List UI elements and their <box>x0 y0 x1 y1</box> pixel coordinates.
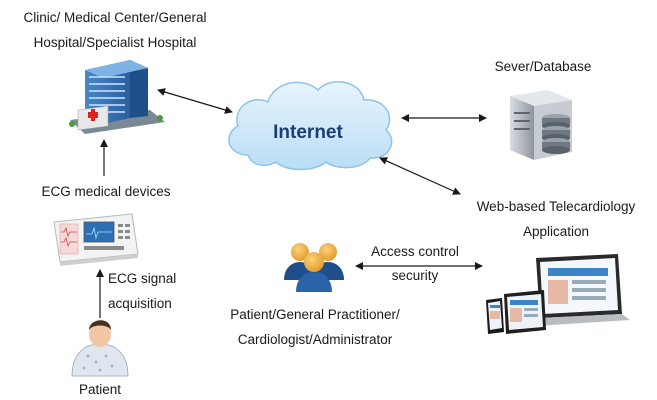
hospital-building-icon <box>69 60 165 134</box>
users-label: Patient/General Practitioner/ Cardiologi… <box>215 306 415 348</box>
clinic-label-line2: Hospital/Specialist Hospital <box>33 35 197 50</box>
server-label: Sever/Database <box>494 59 592 74</box>
ecg-devices-label: ECG medical devices <box>41 184 171 199</box>
web-app-label-line2: Application <box>522 224 590 239</box>
clinic-label-line1: Clinic/ Medical Center/General <box>23 10 207 25</box>
access-control-line1: Access control <box>371 244 459 259</box>
internet-label: Internet <box>273 122 343 143</box>
web-app-label: Web-based Telecardiology Application <box>465 198 647 240</box>
server-icon <box>510 90 572 160</box>
clinic-label: Clinic/ Medical Center/General Hospital/… <box>10 9 220 51</box>
users-label-line1: Patient/General Practitioner/ <box>230 307 400 322</box>
users-label-line2: Cardiologist/Administrator <box>237 332 393 347</box>
ecg-machine-icon <box>53 213 139 266</box>
access-control-line2: security <box>391 268 439 283</box>
access-control-label: Access control security <box>360 243 470 284</box>
patient-label: Patient <box>78 382 122 397</box>
users-group-icon <box>284 243 344 292</box>
patient-icon <box>71 320 129 377</box>
ecg-signal-line2: acquisition <box>108 296 172 311</box>
devices-icon <box>486 254 630 334</box>
ecg-signal-label: ECG signal acquisition <box>108 270 188 312</box>
arrow-clinic-internet <box>157 88 233 114</box>
web-app-label-line1: Web-based Telecardiology <box>476 199 636 214</box>
ecg-signal-line1: ECG signal <box>108 271 177 286</box>
cloud-icon <box>228 81 393 171</box>
arrow-internet-webapp <box>379 157 461 195</box>
